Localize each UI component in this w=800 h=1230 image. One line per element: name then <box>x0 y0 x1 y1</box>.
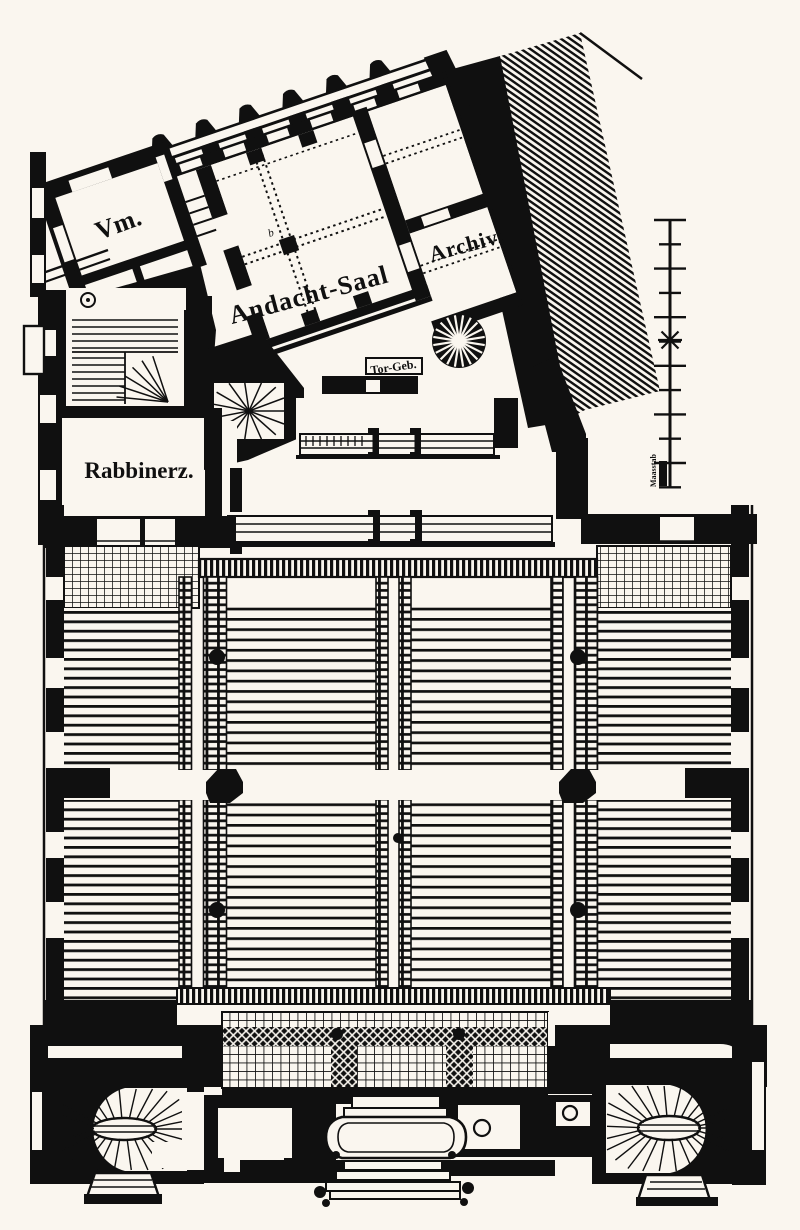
svg-text:Maasstab: Maasstab <box>649 454 658 487</box>
svg-text:b: b <box>266 227 276 240</box>
svg-text:Rabbinerz.: Rabbinerz. <box>84 458 193 483</box>
svg-text:Tor-Geb.: Tor-Geb. <box>370 357 418 377</box>
